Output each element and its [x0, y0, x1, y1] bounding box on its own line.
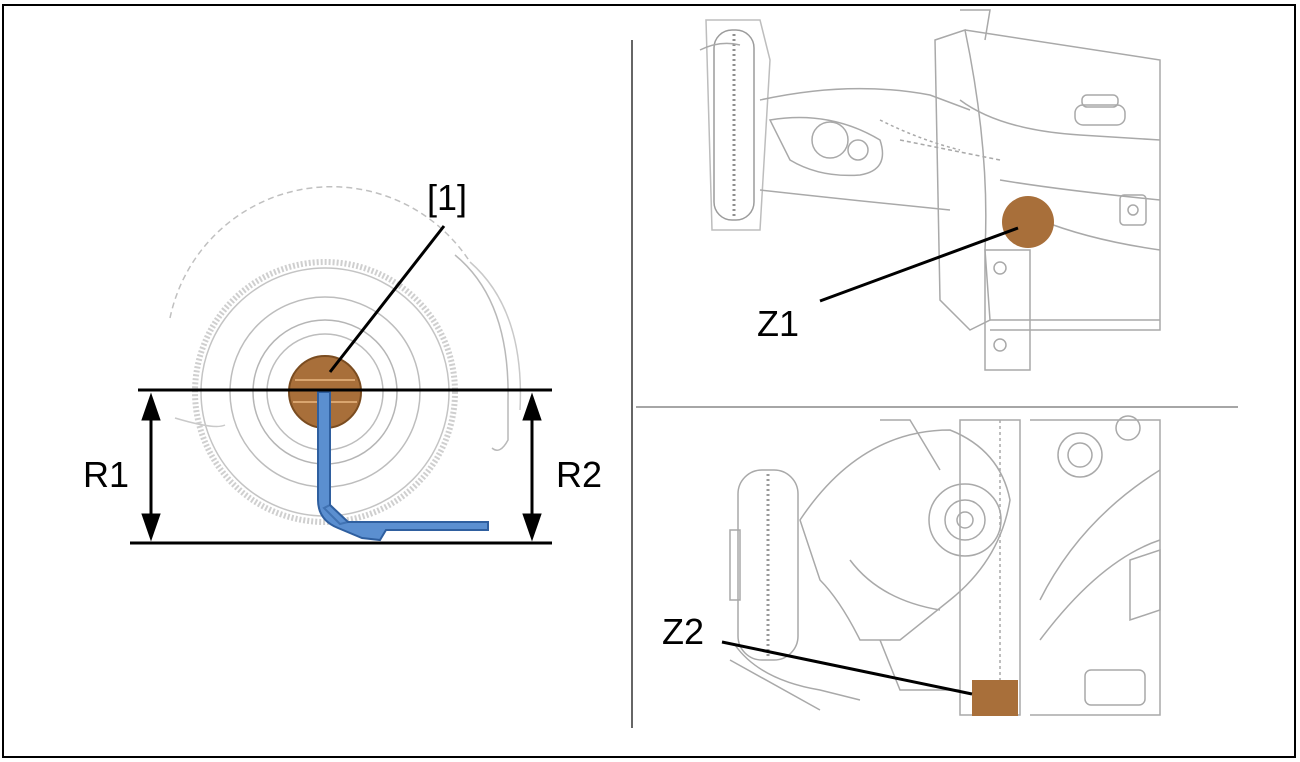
item-1-leader	[328, 225, 446, 373]
jack-stand-icon	[317, 391, 489, 542]
r1-dimension-arrow	[141, 392, 161, 542]
r2-dimension-arrow	[522, 392, 542, 542]
item-1-label: [1]	[427, 177, 468, 218]
r2-label: R2	[556, 454, 603, 495]
z2-leader	[721, 640, 973, 696]
diagram-frame	[2, 4, 1296, 758]
r1-label: R1	[83, 454, 130, 495]
suspension-rear-view-icon	[729, 415, 1161, 716]
z2-label: Z2	[662, 611, 705, 652]
suspension-front-view-icon	[699, 9, 1161, 371]
z1-label: Z1	[757, 303, 800, 344]
z1-marker	[1002, 196, 1054, 248]
z2-marker	[972, 680, 1018, 716]
z1-leader	[819, 226, 1019, 303]
